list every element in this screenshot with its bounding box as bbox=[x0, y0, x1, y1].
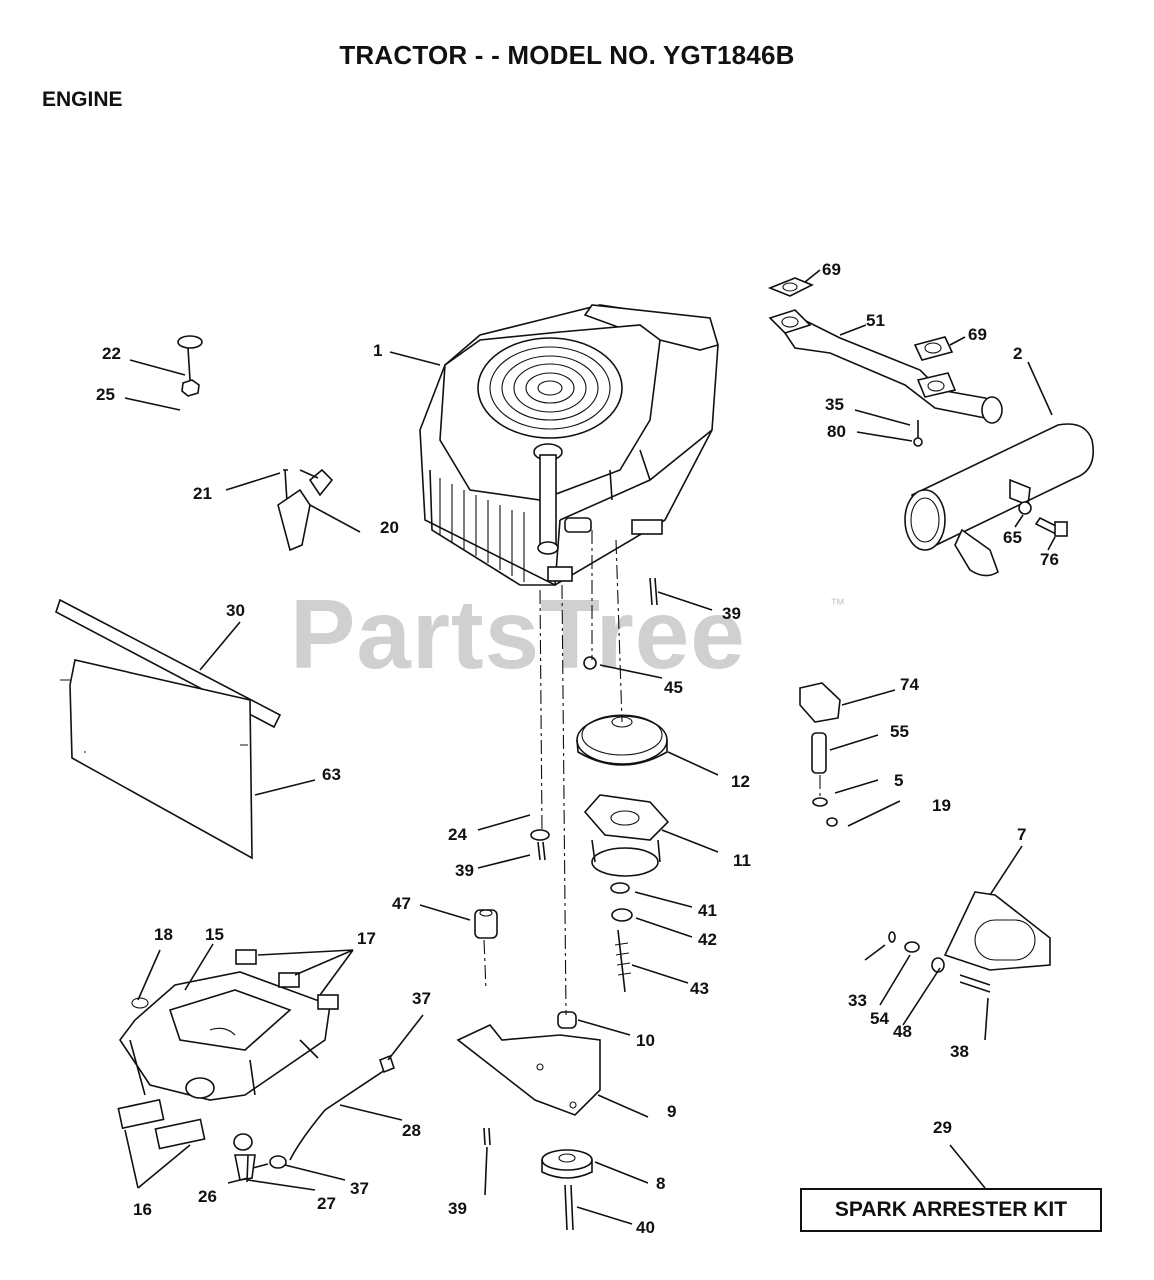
callout-25: 25 bbox=[96, 385, 115, 404]
exhaust-pipe-part bbox=[768, 309, 1003, 424]
callout-21: 21 bbox=[193, 484, 212, 503]
callout-30: 30 bbox=[226, 601, 245, 620]
callout-28: 28 bbox=[402, 1121, 421, 1140]
spark-arrester-kit-label: SPARK ARRESTER KIT bbox=[800, 1188, 1102, 1232]
section-title: ENGINE bbox=[42, 88, 123, 111]
callout-38: 38 bbox=[950, 1042, 969, 1061]
callout-33: 33 bbox=[848, 991, 867, 1010]
callout-27: 27 bbox=[317, 1194, 336, 1213]
callout-51: 51 bbox=[866, 311, 885, 330]
clutch-part bbox=[583, 794, 670, 894]
callout-55: 55 bbox=[890, 722, 909, 741]
callout-45: 45 bbox=[664, 678, 683, 697]
callout-19: 19 bbox=[932, 796, 951, 815]
callout-42: 42 bbox=[698, 930, 717, 949]
hardware-parts bbox=[913, 420, 1068, 537]
panel-part bbox=[69, 659, 253, 860]
callout-47: 47 bbox=[392, 894, 411, 913]
muffler-part bbox=[904, 423, 1094, 577]
callout-54: 54 bbox=[870, 1009, 889, 1028]
watermark: PartsTree bbox=[290, 579, 746, 689]
callout-24: 24 bbox=[448, 825, 467, 844]
callout-65: 65 bbox=[1003, 528, 1022, 547]
callout-80: 80 bbox=[827, 422, 846, 441]
callout-74: 74 bbox=[900, 675, 919, 694]
callout-20: 20 bbox=[380, 518, 399, 537]
callout-11: 11 bbox=[733, 851, 751, 870]
callout-37-lower: 37 bbox=[350, 1179, 369, 1198]
callout-26: 26 bbox=[198, 1187, 217, 1206]
callout-18: 18 bbox=[154, 925, 173, 944]
callout-35: 35 bbox=[825, 395, 844, 414]
page-title: TRACTOR - - MODEL NO. YGT1846B bbox=[339, 40, 795, 70]
callout-29: 29 bbox=[933, 1118, 952, 1137]
callout-48: 48 bbox=[893, 1022, 912, 1041]
leader-lines bbox=[124, 269, 1056, 1225]
callout-8: 8 bbox=[656, 1174, 666, 1193]
callout-22: 22 bbox=[102, 344, 121, 363]
callout-12: 12 bbox=[731, 772, 750, 791]
callout-39-upper: 39 bbox=[722, 604, 741, 623]
choke-parts bbox=[177, 335, 334, 552]
bracket-part bbox=[456, 1024, 601, 1116]
fuel-line-part bbox=[289, 1069, 386, 1161]
callout-5: 5 bbox=[894, 771, 904, 790]
callout-15: 15 bbox=[205, 925, 224, 944]
callout-76: 76 bbox=[1040, 550, 1059, 569]
base-part bbox=[119, 971, 331, 1101]
trademark-symbol: ™ bbox=[830, 596, 845, 613]
pulley-part bbox=[576, 714, 668, 766]
callout-17: 17 bbox=[357, 929, 376, 948]
callout-1: 1 bbox=[373, 341, 383, 360]
callout-40: 40 bbox=[636, 1218, 655, 1237]
callout-69-upper: 69 bbox=[822, 260, 841, 279]
callout-41: 41 bbox=[698, 901, 717, 920]
callout-16: 16 bbox=[133, 1200, 152, 1219]
callout-39-lower: 39 bbox=[448, 1199, 467, 1218]
engine-part bbox=[419, 304, 719, 586]
callout-43: 43 bbox=[690, 979, 709, 998]
callout-2: 2 bbox=[1013, 344, 1023, 363]
callout-9: 9 bbox=[667, 1102, 677, 1121]
callout-69-lower: 69 bbox=[968, 325, 987, 344]
callout-7: 7 bbox=[1017, 825, 1027, 844]
callout-37-upper: 37 bbox=[412, 989, 431, 1008]
callout-10: 10 bbox=[636, 1031, 655, 1050]
gasket-part bbox=[767, 277, 957, 398]
callout-63: 63 bbox=[322, 765, 341, 784]
callout-39-middle: 39 bbox=[455, 861, 474, 880]
